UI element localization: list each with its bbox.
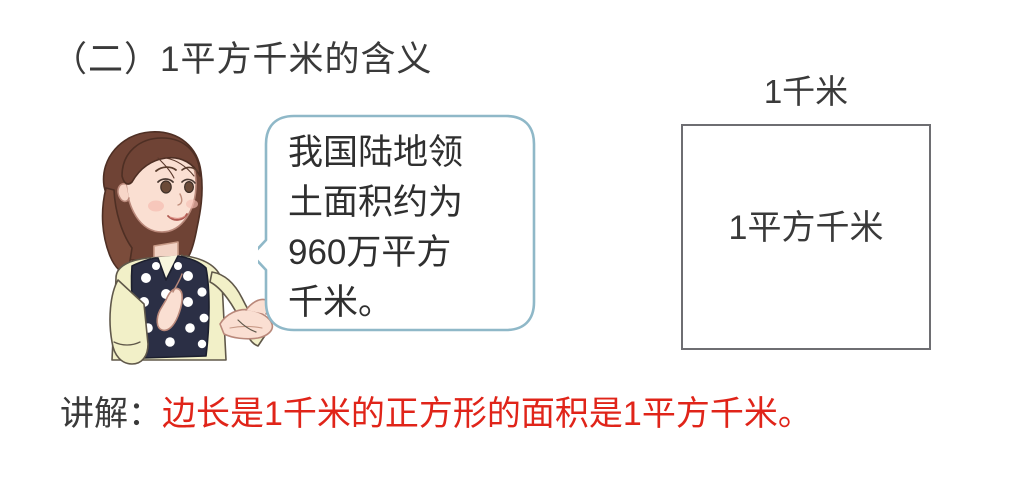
square-side-length-label: 1千米 — [763, 73, 849, 110]
speech-bubble-outline — [258, 114, 536, 332]
teacher-character-illustration — [70, 128, 280, 373]
caption-highlight-text: 边长是1千米的正方形的面积是1平方千米。 — [162, 395, 812, 433]
square-area-label: 1平方千米 — [728, 209, 884, 247]
page-title: （二）1平方千米的含义 — [52, 40, 433, 79]
caption-row: 讲解： 边长是1千米的正方形的面积是1平方千米。 — [60, 392, 812, 436]
caption-label: 讲解： — [60, 395, 162, 433]
speech-bubble: 我国陆地领 土面积约为 960万平方 千米。 — [258, 112, 538, 334]
square-diagram — [681, 124, 931, 350]
speech-bubble-text: 我国陆地领 土面积约为 960万平方 千米。 — [288, 133, 464, 322]
